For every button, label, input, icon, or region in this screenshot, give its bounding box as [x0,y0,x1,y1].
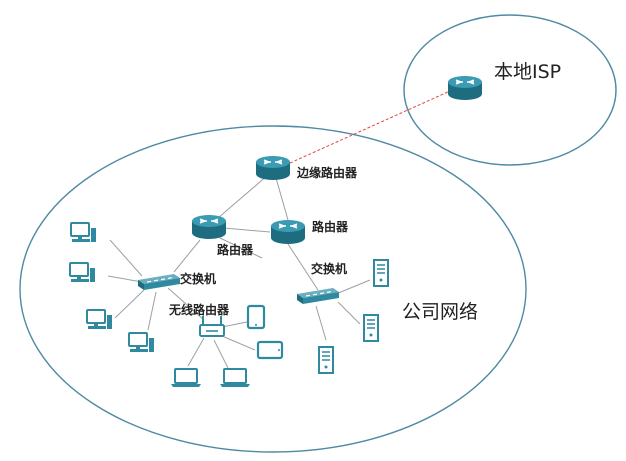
tablet-icon [246,304,266,330]
link-wireless-laptop1 [187,337,205,367]
company-network-zone [19,125,527,453]
link-switch-right-server3 [315,305,327,341]
switch-right-label: 交换机 [311,261,347,276]
link-switch-right-server1 [335,279,371,295]
link-edge-router-right [275,177,289,221]
server-icon [363,314,379,342]
link-switch-left-pc2 [107,275,143,283]
switch-right-icon [296,287,340,305]
server-icon [318,346,334,374]
switch-left-icon [137,273,181,291]
link-switch-left-pc3 [114,289,145,319]
isp-router-icon [447,75,483,101]
link-edge-router-left [217,174,269,219]
desktop-pc-icon [69,262,96,283]
links [107,90,451,369]
laptop-icon [170,368,202,388]
tablet-icon [256,340,284,360]
link-wireless-tablet2 [221,335,256,351]
link-switch-left-pc4 [147,291,157,331]
router-left-icon [191,214,227,240]
link-wireless-laptop2 [213,339,229,369]
edge-router-label: 边缘路由器 [296,165,358,180]
server-icon [373,259,389,287]
wireless-router-icon [199,315,225,337]
wan-link [289,90,451,164]
link-switch-left-pc1 [109,239,143,277]
switch-left-label: 交换机 [180,271,216,286]
link-switch-right-server2 [337,301,361,325]
isp-label: 本地ISP [494,61,561,83]
desktop-pc-icon [128,332,155,353]
link-router-left-right [223,227,271,233]
router-right-label: 路由器 [312,219,349,234]
isp-zone [403,14,617,166]
desktop-pc-icon [70,222,97,243]
laptop-icon [219,368,251,388]
link-wireless-tablet1 [221,321,248,328]
router-left-label: 路由器 [217,242,254,257]
router-right-icon [270,219,306,245]
link-router-left-switch [173,239,201,273]
link-switch-left-wireless [167,287,205,321]
edge-router-icon [255,155,291,181]
desktop-pc-icon [86,309,113,330]
company-network-label: 公司网络 [402,301,478,323]
wireless-router-label: 无线路由器 [168,302,230,317]
link-router-right-switch [287,243,319,291]
link-router-left-wireless [219,237,263,259]
